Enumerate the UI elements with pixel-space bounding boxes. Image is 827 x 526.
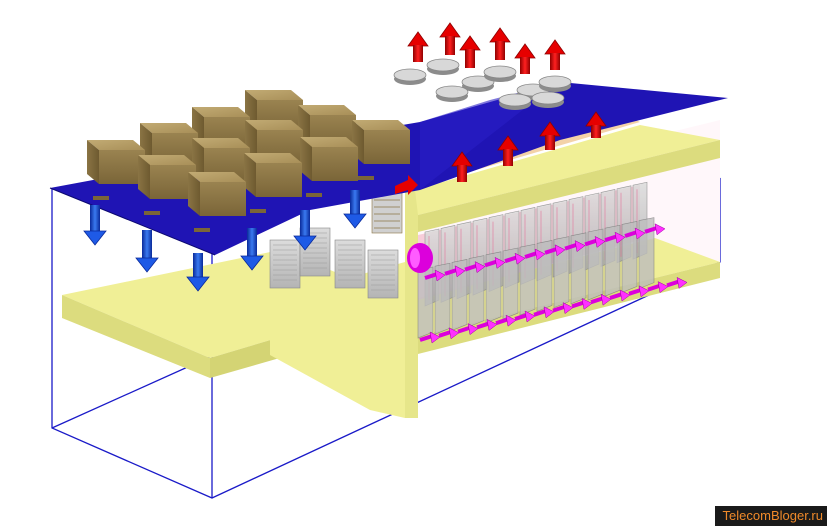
exhaust-right-arrow-icon xyxy=(590,293,612,306)
cooling-unit-box-icon xyxy=(192,138,250,198)
exhaust-right-arrow-icon xyxy=(464,261,486,274)
fan-icon xyxy=(461,75,495,92)
cooling-unit-box-icon xyxy=(244,153,302,213)
cooling-unit-box-icon xyxy=(188,172,246,232)
cooling-unit-box-icon xyxy=(138,155,196,215)
cooling-units xyxy=(87,90,410,232)
exhaust-right-arrow-icon xyxy=(476,318,498,331)
exhaust-right-arrow-icon xyxy=(584,235,606,248)
server-racks-right xyxy=(417,181,655,339)
hot-air-up-arrow-icon xyxy=(544,39,566,70)
exhaust-right-arrow-icon xyxy=(624,227,646,240)
exhaust-right-arrow-icon xyxy=(495,314,517,327)
cold-air-down-arrow-icon xyxy=(186,253,210,292)
hot-air-intake-arrow xyxy=(395,175,418,195)
cooling-unit-box-icon xyxy=(352,120,410,180)
exhaust-right-arrow-icon xyxy=(457,323,479,336)
hot-air-up-arrow-icon xyxy=(439,22,461,55)
exhaust-right-arrow-icon xyxy=(424,269,446,282)
watermark: TelecomBloger.ru xyxy=(714,506,827,526)
server-rack xyxy=(468,255,485,328)
cold-air-down-arrow-icon xyxy=(135,230,159,273)
cooling-unit-box-icon xyxy=(87,140,145,200)
exhaust-right-arrow-icon xyxy=(644,223,666,236)
cold-air-down-arrow-icon xyxy=(293,210,317,251)
server-rack xyxy=(536,240,553,312)
hot-air-up-arrow-icon xyxy=(585,111,607,138)
exhaust-right-arrow-icon xyxy=(514,310,536,323)
fan-icon xyxy=(435,85,469,102)
exhaust-right-arrow-icon xyxy=(544,244,566,257)
exhaust-right-arrow-icon xyxy=(552,302,574,315)
server-rack xyxy=(638,217,655,290)
fan-icon xyxy=(393,68,427,85)
hot-air-up-arrow-icon xyxy=(489,27,511,60)
exhaust-right-arrow-icon xyxy=(666,276,688,289)
hot-air-up-arrow-icon xyxy=(497,135,519,166)
fan-icon xyxy=(531,91,565,108)
fan-icon xyxy=(538,75,572,92)
exhaust-right-arrow-icon xyxy=(609,289,631,302)
server-rack xyxy=(334,239,366,289)
exhaust-right-arrow-icon xyxy=(604,231,626,244)
exhaust-right-arrow-icon xyxy=(564,240,586,253)
exhaust-right-arrow-icon xyxy=(571,297,593,310)
exhaust-right-arrow-icon xyxy=(504,252,526,265)
hot-air-up-arrow-icon xyxy=(451,151,473,182)
cooling-unit-box-icon xyxy=(300,137,358,197)
exhaust-right-arrow-icon xyxy=(628,285,650,298)
cold-air-down-arrow-icon xyxy=(240,228,264,271)
cold-air-down-arrow-icon xyxy=(343,190,367,229)
fan-icon xyxy=(498,93,532,110)
server-rack xyxy=(587,228,604,301)
hot-air-arrows xyxy=(407,22,607,182)
cold-air-down-arrow-icon xyxy=(83,205,107,246)
exhaust-right-arrow-icon xyxy=(533,306,555,319)
hot-air-up-arrow-icon xyxy=(514,43,536,74)
server-rack xyxy=(502,247,519,320)
exhaust-right-arrow-icon xyxy=(484,256,506,269)
server-rack xyxy=(269,239,301,289)
exhaust-right-arrow-icon xyxy=(419,331,441,344)
exhaust-right-arrow-icon xyxy=(524,248,546,261)
exhaust-right-arrow-icon xyxy=(438,327,460,340)
exhaust-right-arrow-icon xyxy=(444,265,466,278)
exhaust-fan-icon xyxy=(407,243,433,273)
roof-fans xyxy=(393,58,572,110)
server-rack xyxy=(519,243,536,316)
fan-icon xyxy=(426,58,460,75)
server-rack xyxy=(570,232,587,305)
fan-icon xyxy=(483,65,517,82)
server-rack xyxy=(485,251,502,324)
hot-air-up-arrow-icon xyxy=(539,121,561,150)
server-rack xyxy=(451,259,468,331)
exhaust-right-arrow-icon xyxy=(647,281,669,294)
server-rack xyxy=(621,221,638,293)
cold-air-arrows xyxy=(83,190,367,292)
hot-air-up-arrow-icon xyxy=(459,35,481,68)
server-rack xyxy=(367,249,399,299)
hot-air-up-arrow-icon xyxy=(407,31,429,62)
exhaust-arrows xyxy=(419,223,688,344)
